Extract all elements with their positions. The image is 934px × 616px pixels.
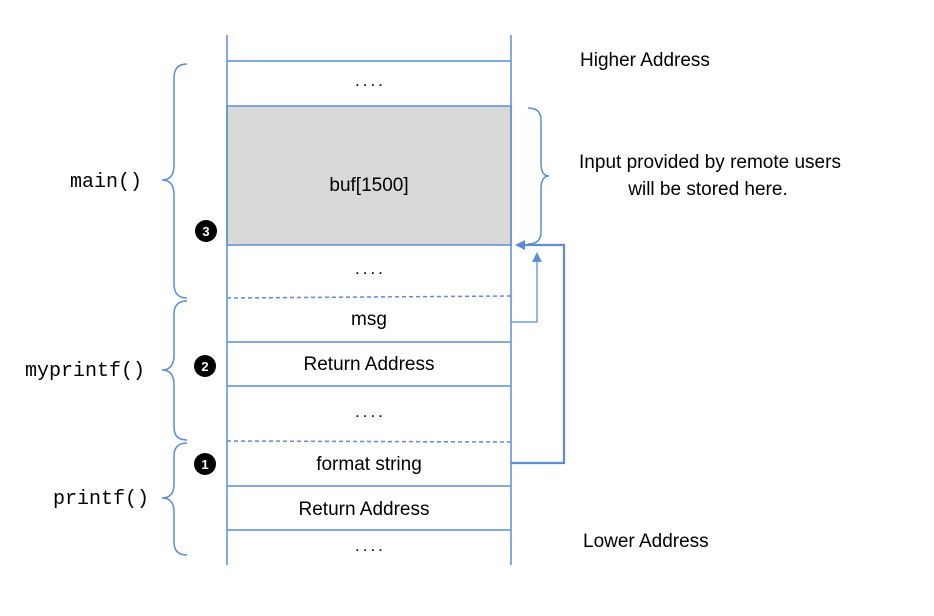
main-frame-brace	[161, 63, 188, 299]
frame-divider-dashed	[226, 440, 512, 443]
higher-address-label: Higher Address	[580, 50, 710, 71]
frame-divider-dashed	[226, 295, 512, 299]
cell-format-string: format string	[316, 454, 422, 475]
badge-two-label: 2	[201, 359, 208, 374]
badge-three: 3	[195, 220, 217, 242]
printf-frame-brace	[161, 442, 188, 556]
cell-dots-bottom: ....	[355, 536, 386, 555]
cell-buf: buf[1500]	[329, 175, 408, 196]
format-string-pointer-arrow	[511, 240, 566, 465]
annotation-line-2: will be stored here.	[627, 179, 787, 200]
msg-pointer-arrow	[511, 252, 542, 323]
badge-three-label: 3	[202, 224, 209, 239]
printf-function-label: printf()	[53, 488, 149, 511]
cell-myprintf-return-address: Return Address	[304, 354, 435, 375]
buffer-region	[226, 105, 512, 246]
buffer-brace	[527, 107, 550, 245]
cell-printf-return-address: Return Address	[299, 499, 430, 520]
myprintf-frame-brace	[161, 300, 188, 441]
cell-dots-top: ....	[355, 71, 386, 90]
cell-dots-main: ....	[355, 259, 386, 278]
badge-one-label: 1	[201, 457, 208, 472]
cell-msg: msg	[351, 309, 387, 330]
badge-one: 1	[194, 453, 216, 475]
cell-dots-myprintf: ....	[355, 402, 386, 421]
annotation-line-1: Input provided by remote users	[579, 152, 841, 173]
badge-two: 2	[194, 355, 216, 377]
myprintf-function-label: myprintf()	[25, 360, 145, 383]
lower-address-label: Lower Address	[583, 531, 709, 552]
main-function-label: main()	[70, 171, 142, 194]
